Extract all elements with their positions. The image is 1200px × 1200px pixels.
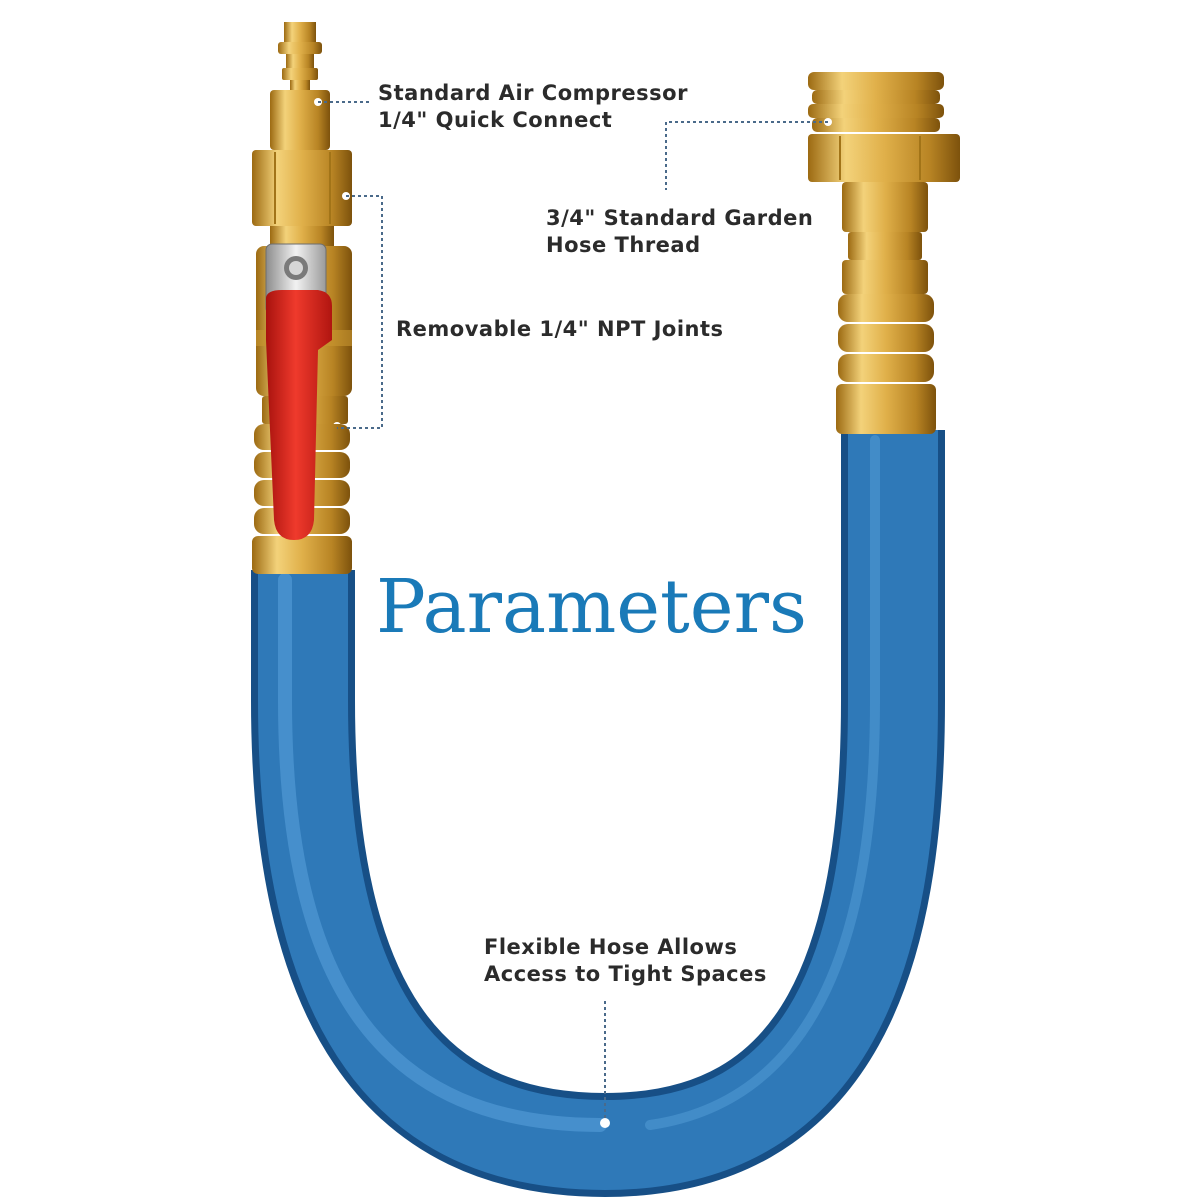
callout-hose-line1: Flexible Hose Allows: [484, 935, 738, 959]
callout-garden-line1: 3/4" Standard Garden: [546, 206, 814, 230]
valve-handle: [265, 290, 332, 540]
callout-compressor-line1: Standard Air Compressor: [378, 81, 688, 105]
left-fitting: [252, 22, 352, 574]
callout-lines: [318, 101, 828, 1118]
right-fitting: [808, 72, 960, 434]
callout-npt-line1: Removable 1/4" NPT Joints: [396, 317, 724, 341]
callout-garden-line2: Hose Thread: [546, 233, 701, 257]
callout-flexible-hose: Flexible Hose Allows Access to Tight Spa…: [484, 934, 767, 988]
callout-compressor-line2: 1/4" Quick Connect: [378, 108, 613, 132]
callout-compressor: Standard Air Compressor 1/4" Quick Conne…: [378, 80, 688, 134]
page-title: Parameters: [376, 564, 807, 650]
callout-dot-hose: [600, 1118, 610, 1128]
callout-hose-line2: Access to Tight Spaces: [484, 962, 767, 986]
callout-garden-thread: 3/4" Standard Garden Hose Thread: [546, 205, 813, 259]
callout-npt-joints: Removable 1/4" NPT Joints: [396, 316, 724, 343]
